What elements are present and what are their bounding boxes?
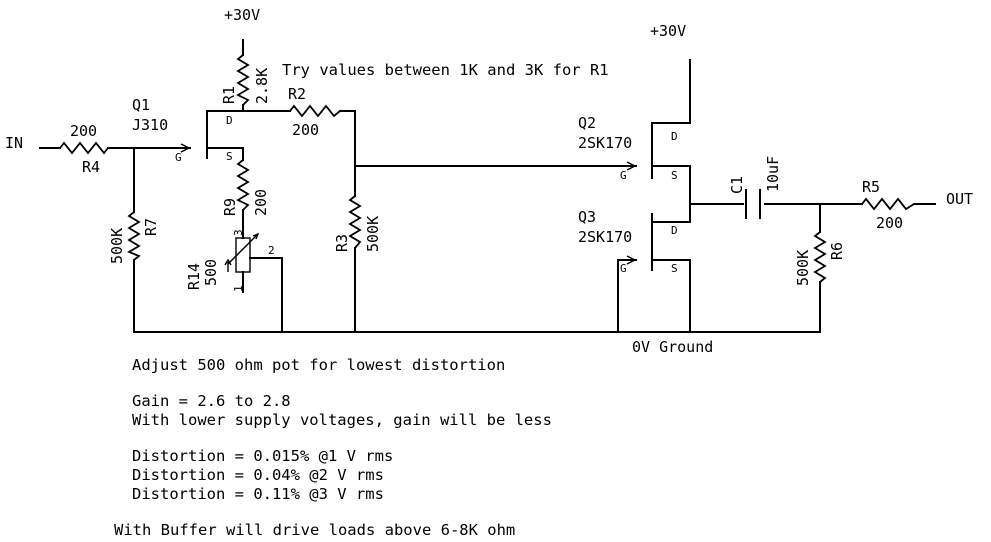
resistor-r4-symbol: [59, 141, 109, 155]
q3-part: 2SK170: [578, 228, 632, 246]
note-distortion-3: Distortion = 0.11% @3 V rms: [132, 485, 384, 503]
q1-pin-g: G: [175, 151, 182, 164]
r4-ref: R4: [82, 158, 100, 176]
r14-value: 500: [202, 259, 220, 286]
r5-value: 200: [876, 214, 903, 232]
note-distortion-2: Distortion = 0.04% @2 V rms: [132, 466, 384, 484]
r2-ref: R2: [288, 85, 306, 103]
r1-value: 2.8K: [253, 68, 271, 104]
c1-value: 10uF: [764, 156, 782, 192]
note-adjust: Adjust 500 ohm pot for lowest distortion: [132, 356, 505, 374]
q1-pin-s: S: [226, 150, 233, 163]
q3-pin-d: D: [671, 224, 678, 237]
q3-ref: Q3: [578, 208, 596, 226]
wires: [39, 39, 936, 333]
note-distortion-1: Distortion = 0.015% @1 V rms: [132, 447, 393, 465]
r14-pin-1: 1: [232, 285, 245, 292]
q2-part: 2SK170: [578, 134, 632, 152]
resistor-r1-symbol: [236, 54, 250, 106]
r1-ref: R1: [220, 86, 238, 104]
gate-arrows: [180, 143, 637, 265]
r7-value: 500K: [108, 228, 126, 264]
r5-ref: R5: [862, 178, 880, 196]
q1-ref: Q1: [132, 96, 150, 114]
r6-value: 500K: [794, 250, 812, 286]
potentiometer-r14-symbol: [224, 232, 260, 273]
q3-pin-s: S: [671, 262, 678, 275]
resistor-r3-symbol: [348, 195, 362, 249]
q1-pin-d: D: [226, 114, 233, 127]
c1-ref: C1: [728, 176, 746, 194]
r14-pin-3: 3: [232, 229, 245, 236]
note-gain-supply: With lower supply voltages, gain will be…: [132, 411, 552, 429]
r3-ref: R3: [333, 234, 351, 252]
q2-ref: Q2: [578, 114, 596, 132]
ground-label: 0V Ground: [632, 338, 713, 356]
r9-value: 200: [252, 189, 270, 216]
q3-pin-g: G: [620, 262, 627, 275]
r14-pin-2: 2: [268, 244, 275, 257]
capacitor-c1-symbol: [745, 189, 761, 219]
r7-ref: R7: [142, 218, 160, 236]
q2-pin-s: S: [671, 169, 678, 182]
resistor-r5-symbol: [861, 197, 915, 211]
output-label: OUT: [946, 190, 973, 208]
supply-label-right: +30V: [650, 22, 686, 40]
r9-ref: R9: [221, 198, 239, 216]
r4-value: 200: [70, 122, 97, 140]
note-gain: Gain = 2.6 to 2.8: [132, 392, 291, 410]
resistor-r6-symbol: [813, 231, 827, 283]
r14-ref: R14: [185, 263, 203, 290]
r6-ref: R6: [828, 242, 846, 260]
resistor-r7-symbol: [126, 211, 141, 261]
r2-value: 200: [292, 121, 319, 139]
note-r1-hint: Try values between 1K and 3K for R1: [282, 61, 609, 79]
r3-value: 500K: [364, 216, 382, 252]
note-buffer: With Buffer will drive loads above 6-8K …: [114, 521, 515, 539]
q2-pin-g: G: [620, 169, 627, 182]
q2-pin-d: D: [671, 130, 678, 143]
supply-label-left: +30V: [224, 6, 260, 24]
q1-part: J310: [132, 116, 168, 134]
input-label: IN: [5, 134, 23, 152]
resistor-r9-symbol: [236, 159, 250, 211]
resistor-r2-symbol: [289, 104, 341, 118]
